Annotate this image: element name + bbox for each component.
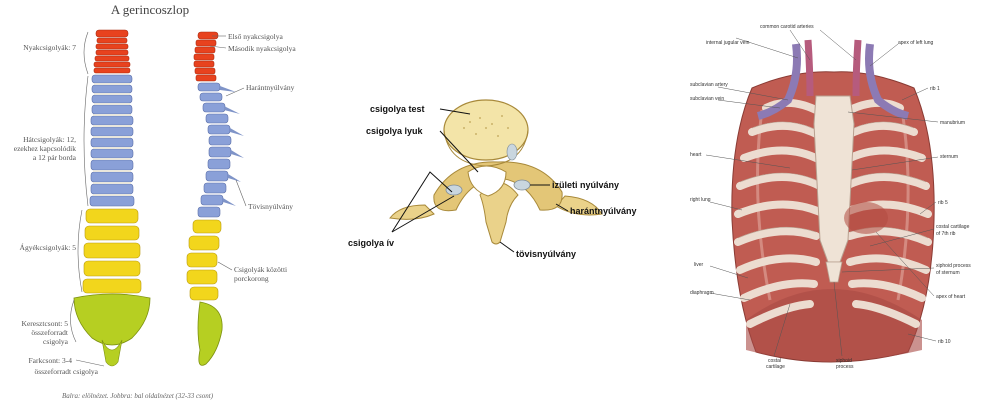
heart-region: [844, 202, 888, 234]
spine-side-view: [186, 31, 244, 366]
label-transverse-process: harántnyúlvány: [570, 206, 637, 216]
thoracic-vertebrae: [89, 74, 135, 207]
thorax-illustration: [731, 39, 935, 363]
thorax-top-labels: common carotid arteries internal jugular…: [690, 24, 934, 102]
spine-leader-lines: [70, 31, 247, 367]
lumbar-vertebrae: [82, 208, 142, 294]
label-costal-cartilage: costal cartilage: [936, 224, 970, 230]
label-vertebral-foramen: csigolya lyuk: [366, 126, 424, 136]
vertebra-leader-lines: [391, 108, 569, 253]
label-carotid: common carotid arteries: [760, 24, 814, 30]
label-jugular: internal jugular vein: [706, 40, 750, 46]
vertebra-labels: csigolya test csigolya lyuk izületi nyúl…: [348, 104, 637, 259]
label-spinous-process: tövisnyúlvány: [516, 249, 576, 259]
label-xiphoid-right: xiphoid process: [936, 263, 971, 269]
spine-right-labels: Első nyakcsigolya Második nyakcsigolya H…: [228, 32, 296, 283]
label-sacral: Keresztcsont: 5: [22, 319, 69, 328]
intervertebral-discs-front: [93, 83, 131, 196]
thorax-leader-lines: [705, 29, 939, 357]
label-coccyx: Farkcsont: 3-4: [28, 356, 72, 365]
thorax-panel: common carotid arteries internal jugular…: [670, 0, 1001, 409]
label-subclavian-vein: subclavian vein: [690, 96, 724, 102]
bone-texture: [463, 115, 509, 137]
side-thoracic: [197, 82, 232, 218]
spine-front-view: [73, 29, 151, 367]
thorax-left-labels: heart right lung liver diaphragm: [690, 152, 714, 296]
label-disc-2: porckorong: [234, 274, 269, 283]
label-costal-cartilage-2: of 7th rib: [936, 231, 956, 237]
spine-title: A gerincoszlop: [111, 2, 189, 17]
label-atlas: Első nyakcsigolya: [228, 32, 283, 41]
spine-figure: A gerincoszlop: [14, 2, 297, 400]
label-spinous: Tövisnyúlvány: [248, 202, 293, 211]
side-cervical: [193, 31, 219, 82]
label-rib5: rib 5: [938, 200, 948, 206]
side-sacrum: [197, 301, 223, 366]
thorax-right-labels: rib 1 manubrium sternum rib 5 costal car…: [930, 86, 971, 345]
articular-facet-left: [445, 184, 463, 196]
label-costal-bottom: costal: [768, 358, 781, 364]
thorax-bottom-labels: costal cartilage xiphoid process: [766, 358, 854, 370]
label-right-lung: right lung: [690, 197, 711, 203]
label-rib1: rib 1: [930, 86, 940, 92]
label-subclavian-artery: subclavian artery: [690, 82, 728, 88]
vertebra-illustration: [389, 99, 603, 245]
spine-left-labels: Nyakcsigolyák: 7 Hátcsigolyák: 12, ezekh…: [14, 43, 99, 376]
label-diaphragm: diaphragm: [690, 290, 714, 296]
label-axis: Második nyakcsigolya: [228, 44, 296, 53]
label-xiphoid-bottom: xiphoid: [836, 358, 852, 364]
cervical-vertebrae: [93, 29, 131, 74]
side-lumbar: [186, 219, 222, 301]
label-transverse: Harántnyúlvány: [246, 83, 295, 92]
thorax-figure: common carotid arteries internal jugular…: [690, 24, 971, 370]
vertebral-foramen: [467, 165, 507, 197]
label-xiphoid-right-2: of sternum: [936, 270, 960, 276]
vertebra-panel: csigolya test csigolya lyuk izületi nyúl…: [330, 0, 670, 409]
label-xiphoid-bottom-2: process: [836, 364, 854, 370]
label-apex-lung: apex of left lung: [898, 40, 934, 46]
sternum: [813, 95, 855, 263]
label-apex-heart: apex of heart: [936, 294, 966, 300]
articular-facet-right: [513, 179, 531, 191]
label-articular-process: izületi nyúlvány: [552, 180, 619, 190]
label-vertebral-body: csigolya test: [370, 104, 425, 114]
vertebra-figure: csigolya test csigolya lyuk izületi nyúl…: [348, 99, 637, 259]
label-thoracic-2: ezekhez kapcsolódik: [14, 144, 77, 153]
label-costal-bottom-2: cartilage: [766, 364, 785, 370]
label-thoracic: Hátcsigolyák: 12,: [23, 135, 76, 144]
label-disc: Csigolyák közötti: [234, 265, 287, 274]
label-sternum: sternum: [940, 154, 958, 160]
label-sacral-3: csigolya: [43, 337, 69, 346]
spine-panel: A gerincoszlop: [0, 0, 330, 409]
label-rib10: rib 10: [938, 339, 951, 345]
label-vertebral-arch: csigolya ív: [348, 238, 394, 248]
label-liver: liver: [694, 262, 704, 268]
label-lumbar: Ágyékcsigolyák: 5: [20, 242, 77, 252]
side-spinous-processes: [220, 86, 244, 206]
label-manubrium: manubrium: [940, 120, 965, 126]
spine-caption: Balra: elölnézet. Jobbra: bal oldalnézet…: [62, 392, 214, 400]
label-coccyx-2: összeforradt csigolya: [34, 367, 98, 376]
label-heart: heart: [690, 152, 702, 158]
label-sacral-2: összeforradt: [31, 328, 69, 337]
label-thoracic-3: a 12 pár borda: [33, 153, 77, 162]
sacrum: [73, 293, 151, 367]
label-cervical: Nyakcsigolyák: 7: [23, 43, 76, 52]
